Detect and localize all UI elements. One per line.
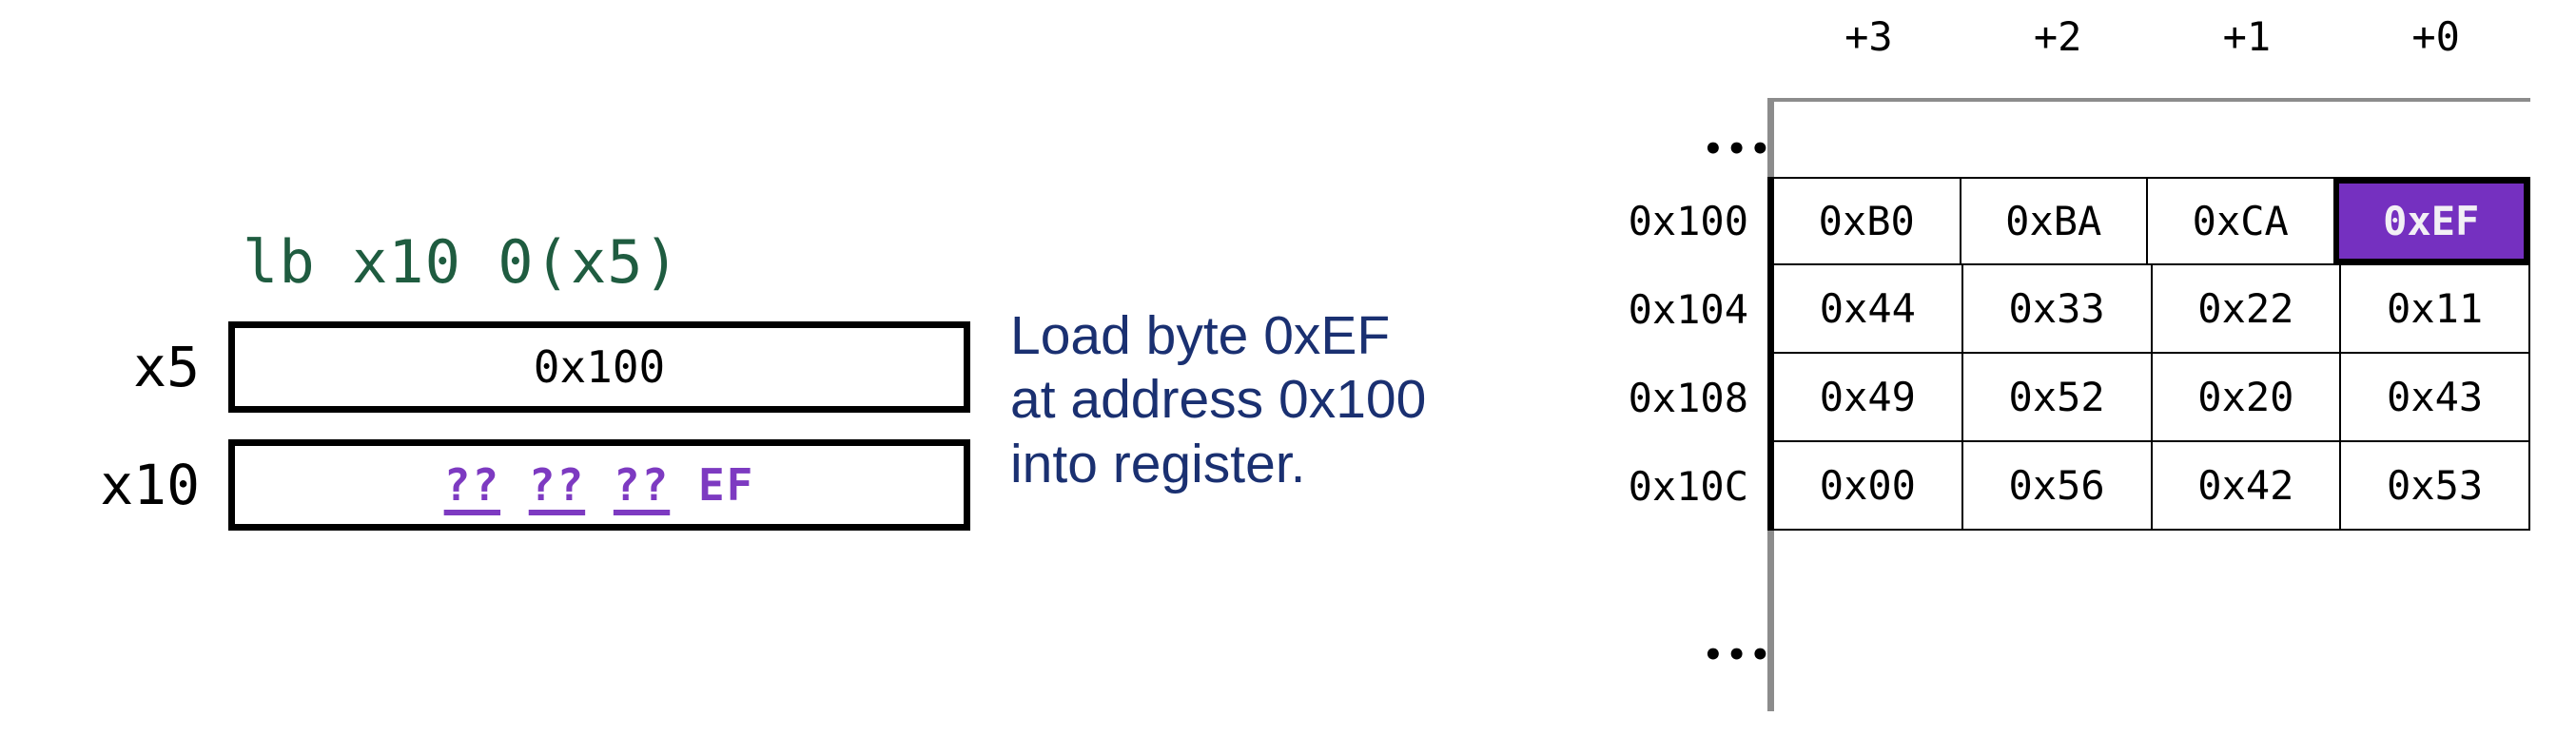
memory-cell: 0x20 bbox=[2152, 354, 2342, 440]
memory-row: 0x104 0x44 0x33 0x22 0x11 bbox=[1629, 265, 2530, 354]
memory-cell: 0xB0 bbox=[1774, 179, 1961, 263]
memory-cell: 0x33 bbox=[1962, 265, 2153, 352]
memory-row-cells: 0x44 0x33 0x22 0x11 bbox=[1767, 265, 2530, 354]
register-label-x5: x5 bbox=[133, 335, 200, 399]
memory-grid: 0x100 0xB0 0xBA 0xCA 0xEF 0x104 0x44 0x3… bbox=[1629, 177, 2530, 531]
instruction-assembly-text: lb x10 0(x5) bbox=[243, 227, 680, 297]
memory-cell: 0xCA bbox=[2148, 179, 2335, 263]
memory-row-cells: 0x49 0x52 0x20 0x43 bbox=[1767, 354, 2530, 442]
memory-cell: 0x22 bbox=[2152, 265, 2342, 352]
memory-row: 0x10C 0x00 0x56 0x42 0x53 bbox=[1629, 442, 2530, 531]
register-byte-1: ?? bbox=[613, 459, 671, 511]
register-row-x10: x10 ?? ?? ?? EF bbox=[57, 439, 970, 531]
memory-cell: 0x11 bbox=[2341, 265, 2528, 352]
register-byte-0: EF bbox=[697, 459, 755, 511]
register-panel: lb x10 0(x5) x5 0x100 x10 ?? ?? ?? EF bbox=[0, 0, 1008, 736]
register-byte-3: ?? bbox=[443, 459, 501, 511]
memory-cell: 0x00 bbox=[1774, 442, 1963, 529]
memory-cell: 0x43 bbox=[2341, 354, 2528, 440]
memory-row-address: 0x108 bbox=[1628, 375, 1748, 421]
register-box-x5: 0x100 bbox=[228, 321, 970, 413]
register-row-x5: x5 0x100 bbox=[57, 321, 970, 413]
memory-cell: 0x49 bbox=[1774, 354, 1963, 440]
memory-column-header-plus0: +0 bbox=[2411, 13, 2460, 60]
memory-cell: 0x53 bbox=[2341, 442, 2528, 529]
description-text: Load byte 0xEF at address 0x100 into reg… bbox=[1010, 305, 1427, 494]
register-byte-2: ?? bbox=[528, 459, 586, 511]
memory-cell-highlighted: 0xEF bbox=[2334, 179, 2528, 263]
memory-top-edge-line bbox=[1767, 98, 2530, 102]
register-label-x10: x10 bbox=[100, 453, 200, 517]
memory-column-header-plus1: +1 bbox=[2222, 13, 2272, 60]
memory-row-cells: 0xB0 0xBA 0xCA 0xEF bbox=[1767, 177, 2530, 265]
memory-row-cells: 0x00 0x56 0x42 0x53 bbox=[1767, 442, 2530, 531]
memory-row: 0x108 0x49 0x52 0x20 0x43 bbox=[1629, 354, 2530, 442]
memory-cell: 0x44 bbox=[1774, 265, 1963, 352]
memory-column-header-plus2: +2 bbox=[2033, 13, 2082, 60]
memory-cell: 0xBA bbox=[1961, 179, 2148, 263]
memory-cell: 0x56 bbox=[1962, 442, 2153, 529]
memory-row-address: 0x100 bbox=[1628, 198, 1748, 244]
memory-ellipsis-bottom: ••• bbox=[1703, 636, 1774, 674]
register-box-x10: ?? ?? ?? EF bbox=[228, 439, 970, 531]
memory-cell: 0x42 bbox=[2152, 442, 2342, 529]
memory-table-panel: +3 +2 +1 +0 ••• 0x100 0xB0 0xBA 0xCA 0xE… bbox=[1560, 0, 2576, 736]
register-value-x5: 0x100 bbox=[533, 341, 666, 393]
memory-row: 0x100 0xB0 0xBA 0xCA 0xEF bbox=[1629, 177, 2530, 265]
memory-column-headers: +3 +2 +1 +0 bbox=[1774, 17, 2530, 57]
register-value-x10: ?? ?? ?? EF bbox=[444, 463, 755, 507]
memory-row-address: 0x10C bbox=[1628, 463, 1748, 510]
memory-cell: 0x52 bbox=[1962, 354, 2153, 440]
memory-ellipsis-top: ••• bbox=[1703, 130, 1774, 168]
memory-row-address: 0x104 bbox=[1628, 286, 1748, 333]
memory-column-header-plus3: +3 bbox=[1844, 13, 1893, 60]
